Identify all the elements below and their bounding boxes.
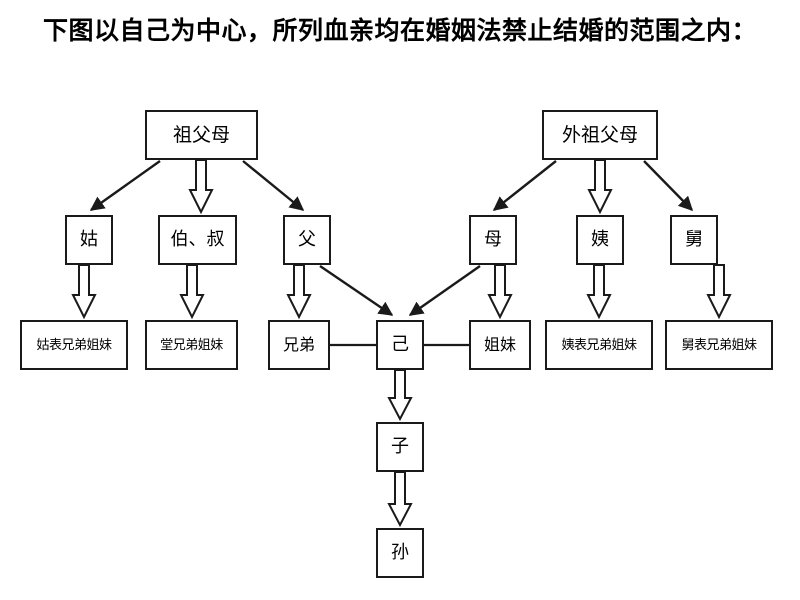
- node-label: 舅: [685, 229, 703, 250]
- node-label: 父: [298, 229, 316, 250]
- node-label: 外祖父母: [561, 123, 638, 146]
- node-child[interactable]: 子: [376, 422, 424, 472]
- node-father[interactable]: 父: [283, 215, 331, 265]
- node-label: 孙: [391, 542, 409, 563]
- node-brothers[interactable]: 兄弟: [268, 320, 330, 370]
- node-paternal-aunt[interactable]: 姑: [65, 215, 113, 265]
- edge-grandparents-to-father: [242, 160, 305, 211]
- block-arrow-paternal-uncles-to-paternal-cousins: [179, 264, 205, 320]
- edge-father-to-self: [319, 265, 394, 316]
- block-arrow-self-to-child: [387, 369, 413, 422]
- node-label: 母: [484, 229, 502, 250]
- node-label: 堂兄弟姐妹: [160, 337, 223, 353]
- block-arrow-grandparents-to-paternal-uncles: [188, 159, 214, 215]
- node-label: 姐妹: [483, 335, 516, 354]
- edge-mother-to-self: [408, 265, 481, 316]
- node-label: 伯、叔: [170, 229, 225, 250]
- node-label: 姨表兄弟姐妹: [561, 337, 637, 353]
- block-arrow-child-to-grandchild: [387, 471, 413, 528]
- node-label: 子: [391, 436, 409, 457]
- page-title: 下图以自己为中心，所列血亲均在婚姻法禁止结婚的范围之内：: [42, 16, 757, 45]
- node-maternal-aunt-cousins[interactable]: 姨表兄弟姐妹: [545, 320, 653, 370]
- node-maternal-grandparents[interactable]: 外祖父母: [542, 110, 658, 160]
- node-sisters[interactable]: 姐妹: [469, 320, 531, 370]
- node-label: 祖父母: [172, 123, 230, 146]
- edge-grandparents-to-paternal-aunt: [89, 160, 161, 211]
- node-paternal-uncles[interactable]: 伯、叔: [158, 215, 237, 265]
- block-arrow-maternal-aunt-to-maternal-aunt-cousins: [586, 264, 612, 320]
- node-label: 兄弟: [282, 335, 315, 354]
- block-arrow-maternal-grandparents-to-maternal-aunt: [587, 159, 613, 215]
- node-maternal-uncle[interactable]: 舅: [670, 215, 718, 265]
- block-arrow-paternal-aunt-to-aunt-cousins: [71, 264, 97, 320]
- block-arrow-maternal-uncle-to-maternal-uncle-cousins: [706, 264, 732, 320]
- node-self[interactable]: 己: [376, 320, 424, 370]
- node-aunt-cousins[interactable]: 姑表兄弟姐妹: [20, 320, 128, 370]
- block-arrow-father-to-brothers: [286, 264, 312, 320]
- node-label: 姑表兄弟姐妹: [36, 337, 112, 353]
- node-label: 舅表兄弟姐妹: [681, 337, 757, 353]
- edge-maternal-grandparents-to-mother: [492, 160, 557, 211]
- node-label: 姑: [80, 229, 98, 250]
- block-arrow-mother-to-sisters: [487, 264, 513, 320]
- edge-maternal-grandparents-to-maternal-uncle: [643, 160, 694, 212]
- node-label: 姨: [591, 229, 609, 250]
- node-maternal-aunt[interactable]: 姨: [576, 215, 624, 265]
- node-grandchild[interactable]: 孙: [376, 528, 424, 578]
- node-paternal-grandparents[interactable]: 祖父母: [145, 110, 258, 160]
- node-mother[interactable]: 母: [469, 215, 517, 265]
- node-label: 己: [391, 334, 409, 355]
- node-maternal-uncle-cousins[interactable]: 舅表兄弟姐妹: [665, 320, 773, 370]
- node-paternal-cousins[interactable]: 堂兄弟姐妹: [145, 320, 238, 370]
